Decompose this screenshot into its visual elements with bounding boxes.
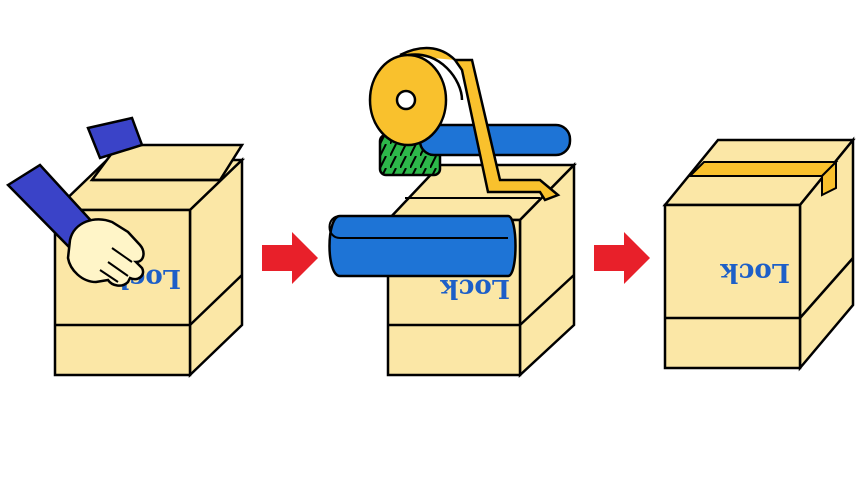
step-1-close-flaps: Lock: [6, 116, 246, 378]
box-1: [51, 143, 246, 378]
sealed-tape: [687, 159, 839, 197]
upper-arm: [86, 116, 144, 160]
step-2-apply-tape: Lock: [328, 46, 577, 378]
back-belt: [418, 123, 572, 157]
step-3-sealed: Lock: [662, 136, 856, 372]
hand-icon: [66, 218, 145, 287]
arrow-right-icon-2: [594, 232, 650, 284]
box-3-label: Lock: [720, 257, 790, 287]
tape-roll-icon: [368, 53, 464, 147]
box-2-label: Lock: [440, 273, 510, 303]
arrow-right-icon: [262, 232, 318, 284]
front-belt: [328, 214, 517, 278]
tape-strip: [399, 46, 561, 202]
